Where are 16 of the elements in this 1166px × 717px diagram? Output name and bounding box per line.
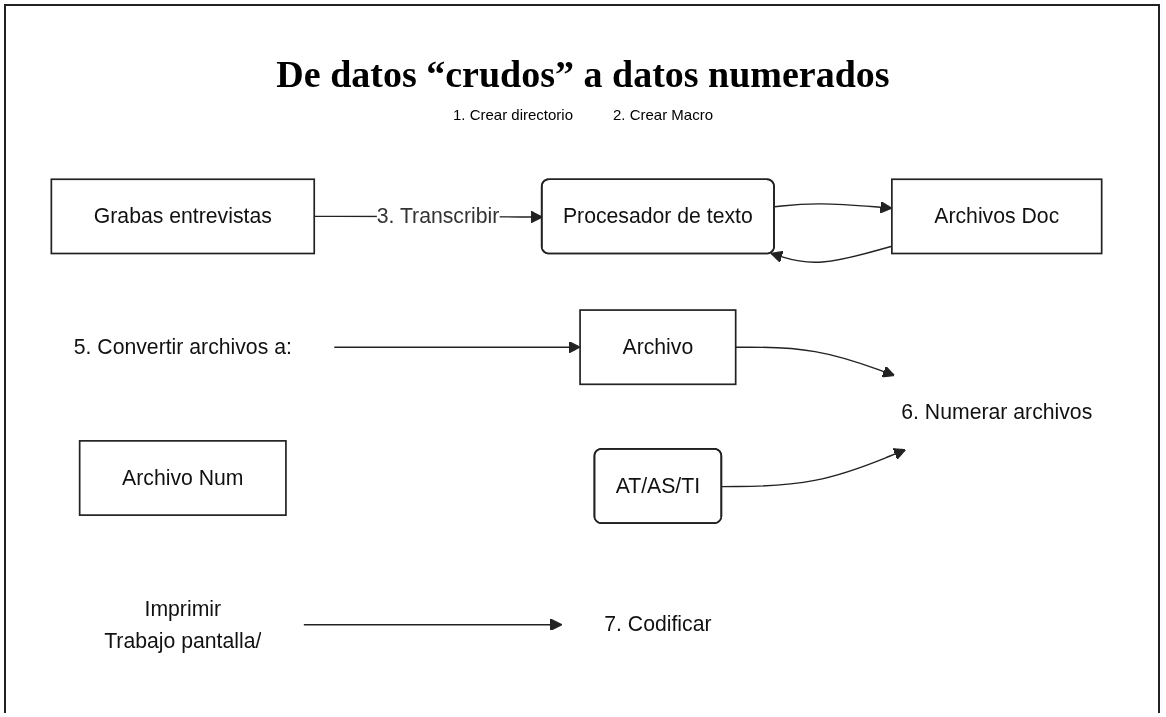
rounded-box: Procesador de texto [540,178,775,255]
process-box: Archivo Num [78,440,287,516]
arrow [303,618,563,631]
step-note: 2. Crear Macro [613,106,714,123]
arrow [333,340,581,354]
step-text: 6. Numerar archivos [901,399,1093,424]
step-text: 5. Convertir archivos a: [73,334,292,359]
rounded-box: AT/AS/TI [593,447,723,524]
step-text: 7. Codificar [604,611,712,636]
step-note: 1. Crear directorio [452,106,573,123]
process-box: Archivos Doc [891,178,1103,255]
title: De datos “crudos” a datos numerados [275,52,891,96]
arrow [721,448,907,488]
process-box: Grabas entrevistas [50,178,316,255]
process-box: Archivo [579,309,737,386]
step-text: Imprimir Trabajo pantalla/ [104,595,262,652]
